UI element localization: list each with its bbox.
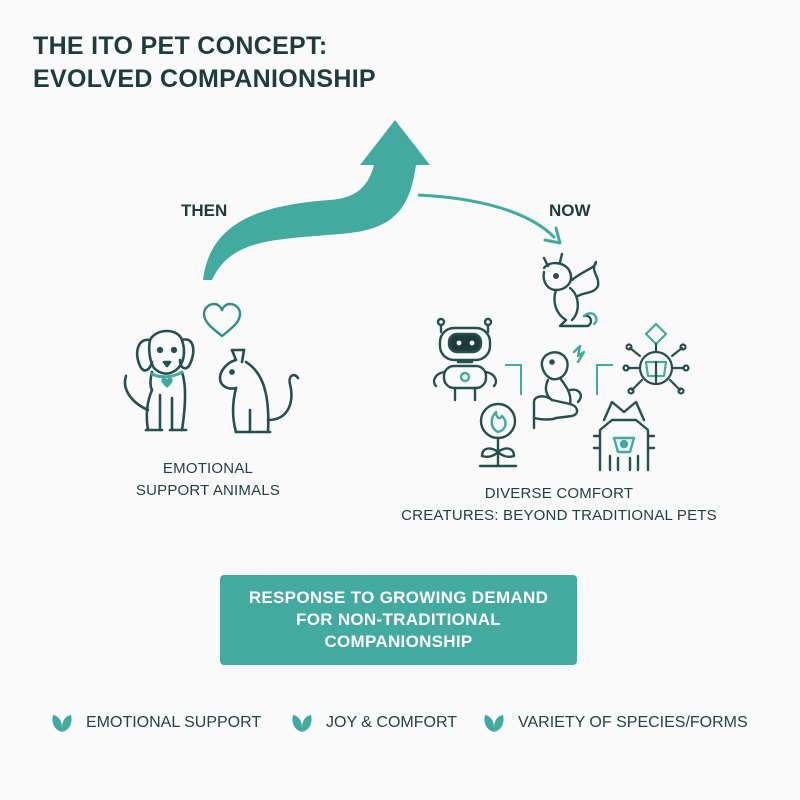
hand-dragon-icon (532, 344, 586, 430)
leaf-icon (52, 715, 72, 732)
creature-connectors (505, 364, 613, 395)
benefit-label: JOY & COMFORT (326, 714, 457, 731)
dog-icon (123, 329, 195, 432)
bug-icon (622, 322, 690, 395)
benefit-label: EMOTIONAL SUPPORT (86, 714, 262, 731)
benefit-emotional-support: EMOTIONAL SUPPORT (50, 712, 261, 734)
leaf-icon (292, 715, 312, 732)
title-line-1: THE ITO PET CONCEPT: (33, 32, 328, 60)
banner-line-2: FOR NON-TRADITIONAL (296, 610, 501, 629)
demand-banner: RESPONSE TO GROWING DEMAND FOR NON-TRADI… (220, 575, 577, 665)
now-caption-line-1: DIVERSE COMFORT (484, 485, 634, 502)
benefit-variety: VARIETY OF SPECIES/FORMS (482, 712, 748, 734)
cat-icon (218, 348, 300, 434)
now-caption-line-2: CREATURES: BEYOND TRADITIONAL PETS (401, 507, 717, 524)
heart-icon (202, 302, 242, 338)
transition-arrow (203, 120, 430, 280)
now-label: NOW (549, 201, 591, 220)
banner-line-1: RESPONSE TO GROWING DEMAND (248, 588, 549, 607)
benefits-row: EMOTIONAL SUPPORT JOY & COMFORT VARIETY … (0, 712, 800, 742)
banner-line-3: COMPANIONSHIP (324, 632, 473, 651)
then-caption: EMOTIONAL SUPPORT ANIMALS (108, 458, 308, 502)
benefit-label: VARIETY OF SPECIES/FORMS (518, 714, 748, 731)
now-pointer-arrow (417, 193, 562, 245)
page-title: THE ITO PET CONCEPT: EVOLVED COMPANIONSH… (33, 30, 376, 96)
leaf-icon (484, 715, 504, 732)
creature-icon (592, 400, 656, 472)
then-caption-line-2: SUPPORT ANIMALS (135, 482, 281, 499)
then-label: THEN (181, 201, 228, 220)
title-line-2: EVOLVED COMPANIONSHIP (33, 65, 376, 93)
now-caption: DIVERSE COMFORT CREATURES: BEYOND TRADIT… (394, 483, 724, 527)
dragon-icon (542, 252, 600, 328)
then-caption-line-1: EMOTIONAL (162, 460, 254, 477)
plant-icon (478, 402, 518, 468)
benefit-joy-comfort: JOY & COMFORT (290, 712, 457, 734)
robot-icon (432, 317, 498, 402)
